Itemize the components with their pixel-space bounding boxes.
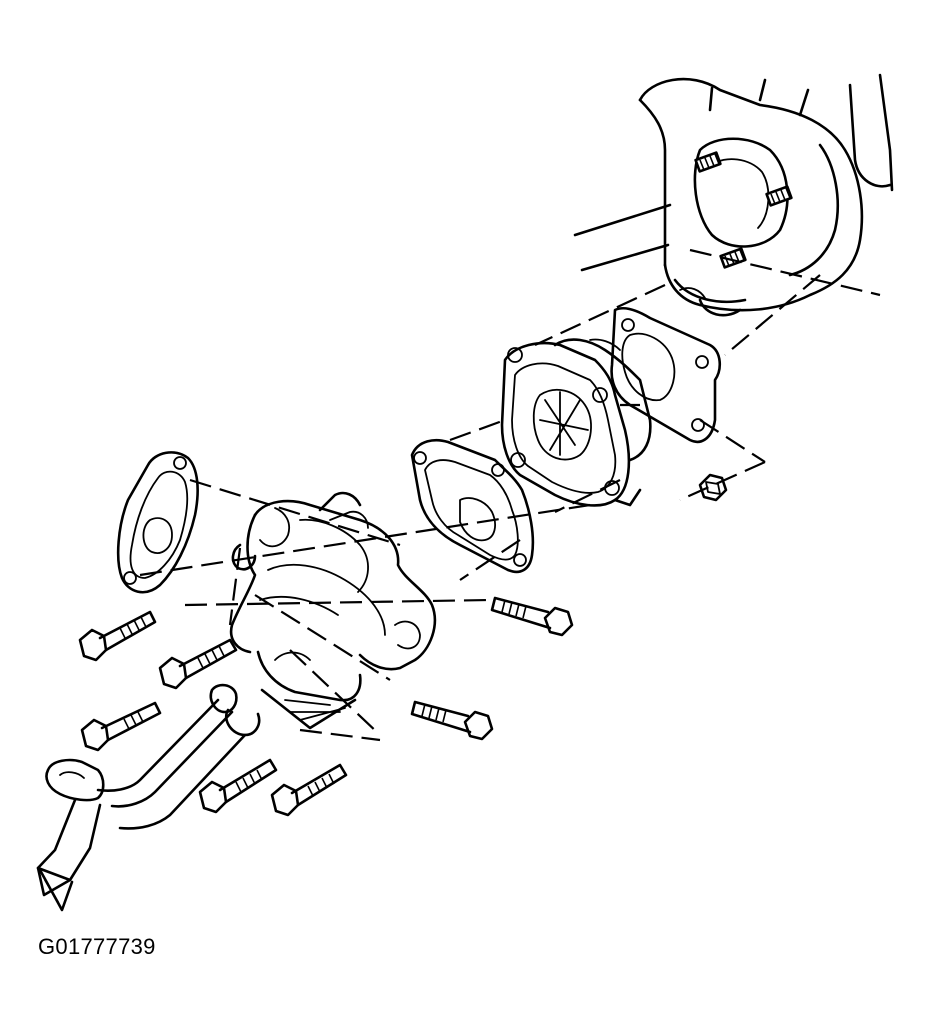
bolt-4 xyxy=(198,758,278,814)
bolt-5 xyxy=(270,763,348,817)
water-pump-gasket xyxy=(610,307,721,444)
bolt-6 xyxy=(490,596,574,637)
assembly-guide-lines xyxy=(139,248,881,742)
water-inlet-pipe xyxy=(36,683,261,912)
outlet-gasket xyxy=(116,451,199,594)
stud-middle xyxy=(765,185,793,207)
bolt-3 xyxy=(80,701,162,752)
bolt-1 xyxy=(78,610,157,662)
water-inlet-housing xyxy=(229,491,437,730)
stud-upper xyxy=(694,151,722,173)
engine-block xyxy=(573,73,894,317)
bolt-2 xyxy=(158,638,238,690)
bolt-7 xyxy=(410,700,494,741)
pump-nut xyxy=(698,473,728,502)
stud-lower xyxy=(719,247,747,269)
water-pump xyxy=(500,338,652,507)
inlet-gasket xyxy=(410,438,535,574)
figure-id-label: G01777739 xyxy=(38,934,156,959)
